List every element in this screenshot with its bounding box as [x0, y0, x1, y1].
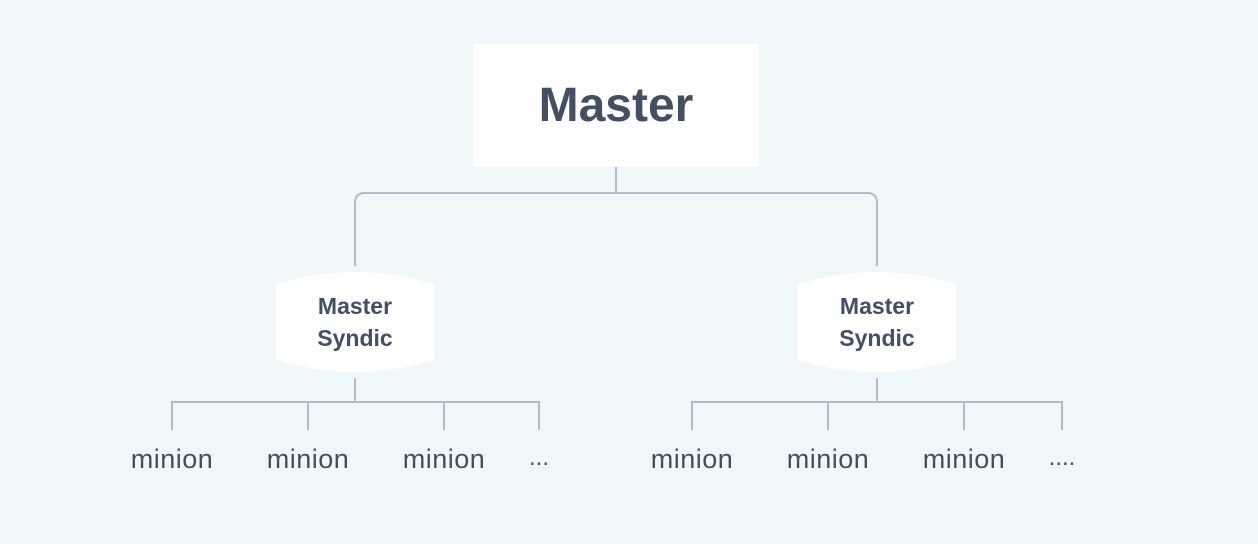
master-node: Master — [473, 44, 759, 167]
right-syndic-connector — [691, 378, 1063, 430]
more-minions-right: .... — [1048, 444, 1076, 471]
left-syndic-connector — [171, 378, 540, 430]
minion-node: minion — [650, 444, 734, 474]
minion-node: minion — [786, 444, 870, 474]
master-to-syndics-connector — [354, 167, 878, 266]
more-minions-left: ... — [528, 444, 549, 471]
minion-node: minion — [266, 444, 350, 474]
syndic-node-left: Master Syndic — [276, 266, 434, 378]
syndic-shape — [276, 272, 434, 372]
syndic-label-left: Master Syndic — [317, 293, 393, 351]
minion-node: minion — [402, 444, 486, 474]
syndic-label-right: Master Syndic — [839, 293, 915, 351]
syndic-shape — [798, 272, 956, 372]
master-label: Master — [538, 79, 694, 132]
syndic-node-right: Master Syndic — [798, 266, 956, 378]
minion-node: minion — [922, 444, 1006, 474]
minion-node: minion — [130, 444, 214, 474]
